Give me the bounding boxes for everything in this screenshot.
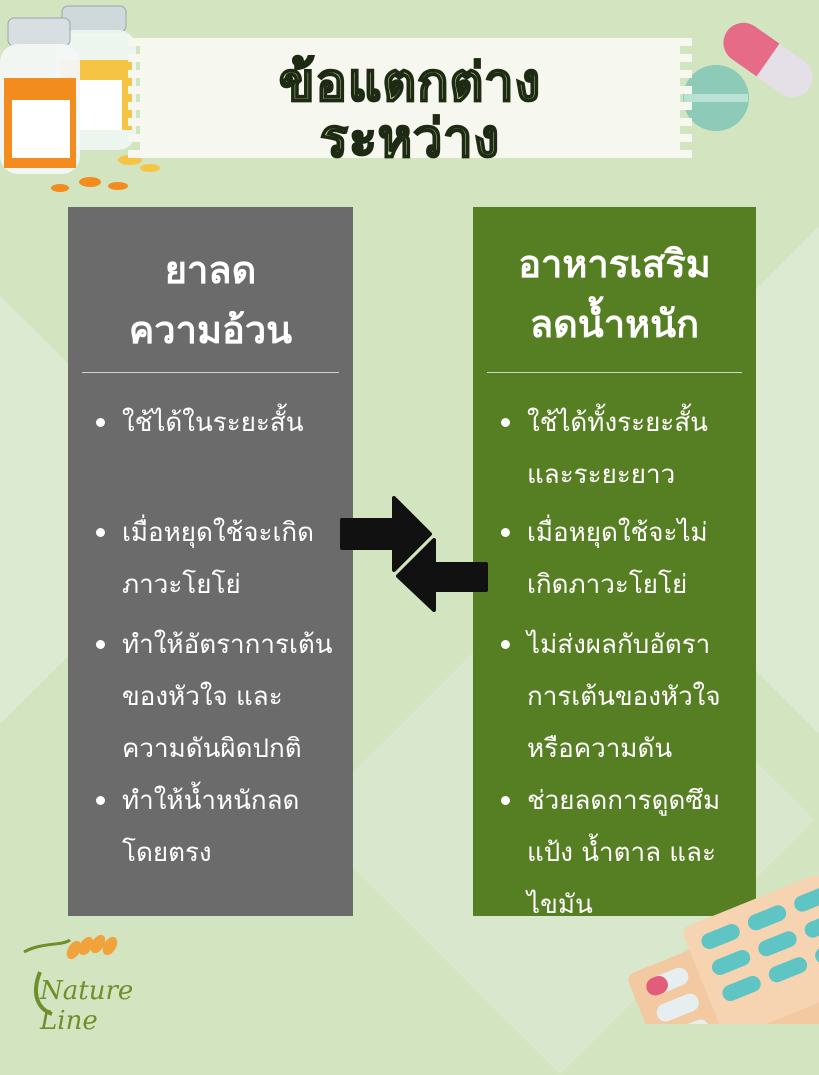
bullet-item: ใช้ได้ในระยะสั้น bbox=[90, 397, 353, 449]
page-title-line-2: ระหว่าง bbox=[319, 108, 500, 170]
bullet-line: ทำให้อัตราการเต้น bbox=[122, 630, 333, 660]
bullet-item: ช่วยลดการดูดซึม แป้ง น้ำตาล และ ไขมัน bbox=[495, 775, 756, 931]
bullet-item: ทำให้น้ำหนักลด โดยตรง bbox=[90, 775, 353, 879]
bullet-line: ภาวะโยโย่ bbox=[122, 570, 241, 600]
panel-divider bbox=[487, 372, 742, 373]
panel-divider bbox=[82, 372, 339, 373]
bullet-line: ใช้ได้ในระยะสั้น bbox=[122, 408, 304, 438]
bullet-dot bbox=[501, 528, 510, 537]
bullet-line: ไขมัน bbox=[527, 890, 593, 920]
dietary-supplement-panel: อาหารเสริม ลดน้ำหนัก ใช้ได้ทั้งระยะสั้น … bbox=[473, 207, 756, 920]
bullet-line: หรือความดัน bbox=[527, 734, 673, 764]
pill-blister-pack-icon bbox=[628, 876, 819, 1024]
medicine-bottles-icon bbox=[0, 5, 160, 192]
compare-arrows-icon bbox=[340, 496, 488, 612]
bullet-line: โดยตรง bbox=[122, 838, 212, 868]
title-banner: ข้อแตกต่าง ระหว่าง bbox=[128, 38, 692, 170]
bullet-line: ทำให้น้ำหนักลด bbox=[122, 786, 300, 816]
bullet-dot bbox=[96, 796, 105, 805]
panel-heading-line-1: ยาลด bbox=[164, 248, 257, 292]
bullet-line: เมื่อหยุดใช้จะไม่ bbox=[527, 518, 708, 548]
bullet-line: เมื่อหยุดใช้จะเกิด bbox=[122, 518, 314, 548]
bullet-dot bbox=[96, 418, 105, 427]
leaf-logo-icon bbox=[23, 934, 118, 1016]
bullet-dot bbox=[96, 528, 105, 537]
panel-heading-line-1: อาหารเสริม bbox=[518, 242, 711, 286]
bullet-line: แป้ง น้ำตาล และ bbox=[527, 838, 716, 868]
bullet-item: เมื่อหยุดใช้จะไม่ เกิดภาวะโยโย่ bbox=[495, 507, 756, 611]
bullet-line: และระยะยาว bbox=[527, 460, 676, 490]
bullet-dot bbox=[96, 640, 105, 649]
bullet-item: เมื่อหยุดใช้จะเกิด ภาวะโยโย่ bbox=[90, 507, 353, 611]
bullet-line: ไม่ส่งผลกับอัตรา bbox=[527, 630, 711, 660]
panel-heading-line-2: ความอ้วน bbox=[128, 308, 293, 352]
bullet-line: ความดันผิดปกติ bbox=[122, 734, 302, 764]
weight-loss-drug-panel: ยาลด ความอ้วน ใช้ได้ในระยะสั้น เมื่อหยุด… bbox=[68, 207, 353, 916]
bullet-item: ทำให้อัตราการเต้น ของหัวใจ และ ความดันผิ… bbox=[90, 619, 353, 775]
bullet-dot bbox=[501, 796, 510, 805]
bullet-line: ช่วยลดการดูดซึม bbox=[527, 786, 721, 816]
nature-line-logo: Nature Line bbox=[12, 932, 192, 1036]
bullet-line: เกิดภาวะโยโย่ bbox=[527, 570, 688, 600]
bullet-line: ของหัวใจ และ bbox=[122, 682, 283, 712]
page-title-line-1: ข้อแตกต่าง bbox=[278, 52, 541, 114]
bullet-item: ไม่ส่งผลกับอัตรา การเต้นของหัวใจ หรือควา… bbox=[495, 619, 756, 775]
bullet-item: ใช้ได้ทั้งระยะสั้น และระยะยาว bbox=[495, 397, 756, 501]
bullet-line: การเต้นของหัวใจ bbox=[527, 682, 721, 712]
logo-text: Nature Line bbox=[40, 976, 134, 1036]
bullet-dot bbox=[501, 418, 510, 427]
capsule-pill-icon bbox=[683, 22, 813, 131]
panel-heading-line-2: ลดน้ำหนัก bbox=[529, 302, 700, 346]
bullet-line: ใช้ได้ทั้งระยะสั้น bbox=[527, 408, 708, 438]
bullet-dot bbox=[501, 640, 510, 649]
